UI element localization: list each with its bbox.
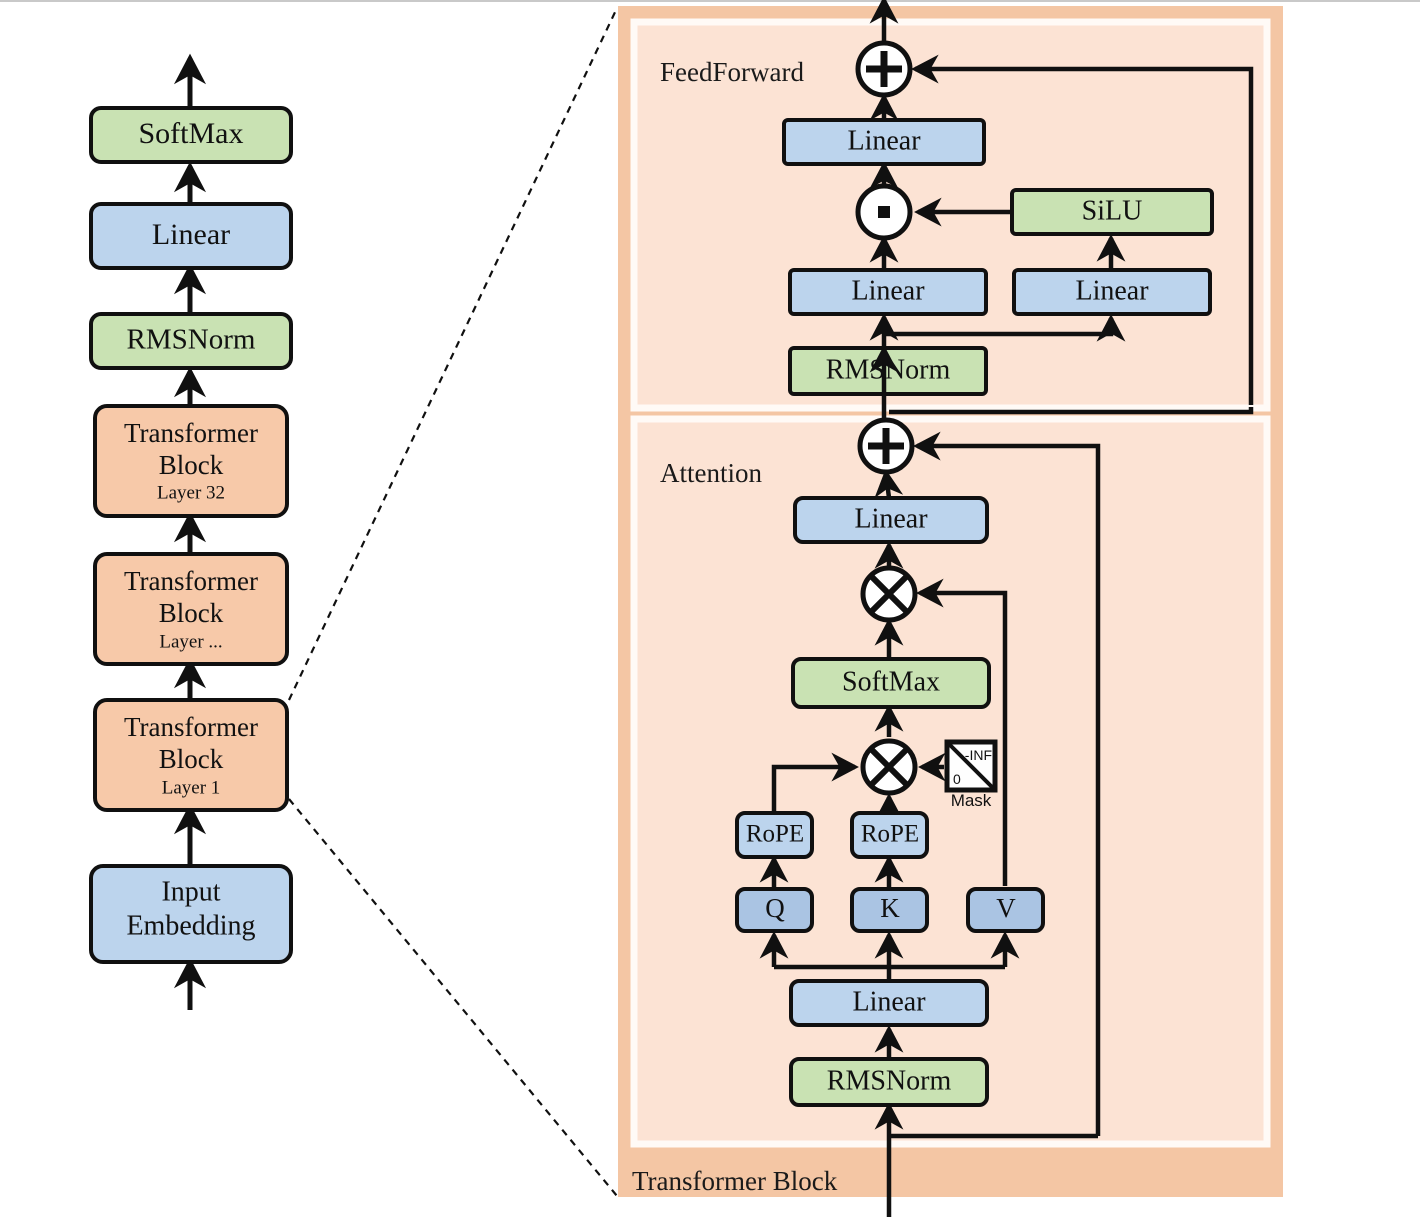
attention-wires — [759, 345, 1254, 1217]
node-label-ff-linear-up: Linear — [1075, 275, 1149, 306]
node-attn-linear-qkv — [789, 979, 989, 1027]
left-node-label-embed-l2: Embedding — [126, 910, 255, 941]
plus-icon — [866, 51, 902, 87]
left-node-label-linear: Linear — [152, 218, 230, 251]
node-label-attn-softmax: SoftMax — [842, 666, 940, 697]
node-label-attn-rope-q: RoPE — [746, 821, 804, 848]
node-label-ff-rmsnorm: RMSNorm — [826, 354, 951, 385]
zoom-callout-line-bottom — [288, 798, 618, 1197]
dot-product-icon — [878, 206, 890, 218]
node-label-attn-linear-qkv: Linear — [852, 986, 926, 1017]
zoom-callout-lines — [288, 7, 618, 1197]
node-label-attn-v: V — [996, 893, 1016, 923]
panel-label-transformer-block: Transformer Block — [632, 1166, 838, 1196]
mask-label: Mask — [951, 791, 992, 810]
left-node-label-rmsnorm: RMSNorm — [127, 324, 256, 356]
node-ff-linear-out — [782, 118, 986, 166]
mask-icon — [944, 739, 998, 793]
node-label-attn-rope-k: RoPE — [861, 821, 919, 848]
left-node-label-embed-l1: Input — [161, 876, 220, 907]
node-attn-rope-k — [850, 811, 929, 859]
left-stack-nodes — [89, 106, 293, 964]
node-attn-linear-out — [793, 496, 989, 544]
node-label-attn-linear-out: Linear — [854, 503, 928, 534]
node-label-ff-linear-gate: Linear — [851, 275, 925, 306]
left-node-sublabel-block1: Layer 1 — [162, 777, 221, 798]
feedforward-nodes — [782, 40, 1214, 396]
node-label-attn-k: K — [880, 893, 900, 923]
plus-icon — [868, 428, 904, 464]
node-label-attn-rmsnorm: RMSNorm — [827, 1065, 952, 1096]
node-attn-softmax — [791, 657, 991, 709]
left-node-label-block1-l1: Transformer — [124, 712, 258, 742]
node-attn-k — [850, 887, 929, 933]
mask-value-zero: 0 — [953, 771, 961, 787]
node-ff-linear-gate — [788, 268, 988, 316]
times-icon — [868, 573, 910, 615]
node-label-ff-silu: SiLU — [1082, 195, 1143, 226]
left-node-label-blockdots-l2: Block — [159, 598, 224, 628]
node-attn-rope-q — [735, 811, 814, 859]
left-node-label-block32-l2: Block — [159, 450, 224, 480]
section-label-feedforward: FeedForward — [660, 57, 804, 87]
left-node-label-softmax: SoftMax — [139, 117, 244, 150]
node-label-attn-q: Q — [765, 893, 785, 923]
node-label-ff-linear-out: Linear — [847, 125, 921, 156]
left-node-sublabel-blockdots: Layer ... — [159, 631, 222, 652]
node-ff-linear-up — [1012, 268, 1212, 316]
left-node-label-block1-l2: Block — [159, 744, 224, 774]
zoom-callout-line-top — [288, 7, 618, 701]
node-ff-silu — [1010, 188, 1214, 236]
left-node-label-block32-l1: Transformer — [124, 418, 258, 448]
node-attn-q — [735, 887, 814, 933]
attention-nodes — [735, 417, 1045, 1107]
left-node-label-blockdots-l1: Transformer — [124, 566, 258, 596]
section-label-attention: Attention — [660, 458, 762, 488]
left-node-sublabel-block32: Layer 32 — [157, 482, 225, 503]
times-icon — [868, 746, 910, 788]
node-attn-rmsnorm — [789, 1057, 989, 1107]
mask-value-neg-inf: -INF — [965, 747, 992, 763]
node-attn-v — [966, 887, 1045, 933]
